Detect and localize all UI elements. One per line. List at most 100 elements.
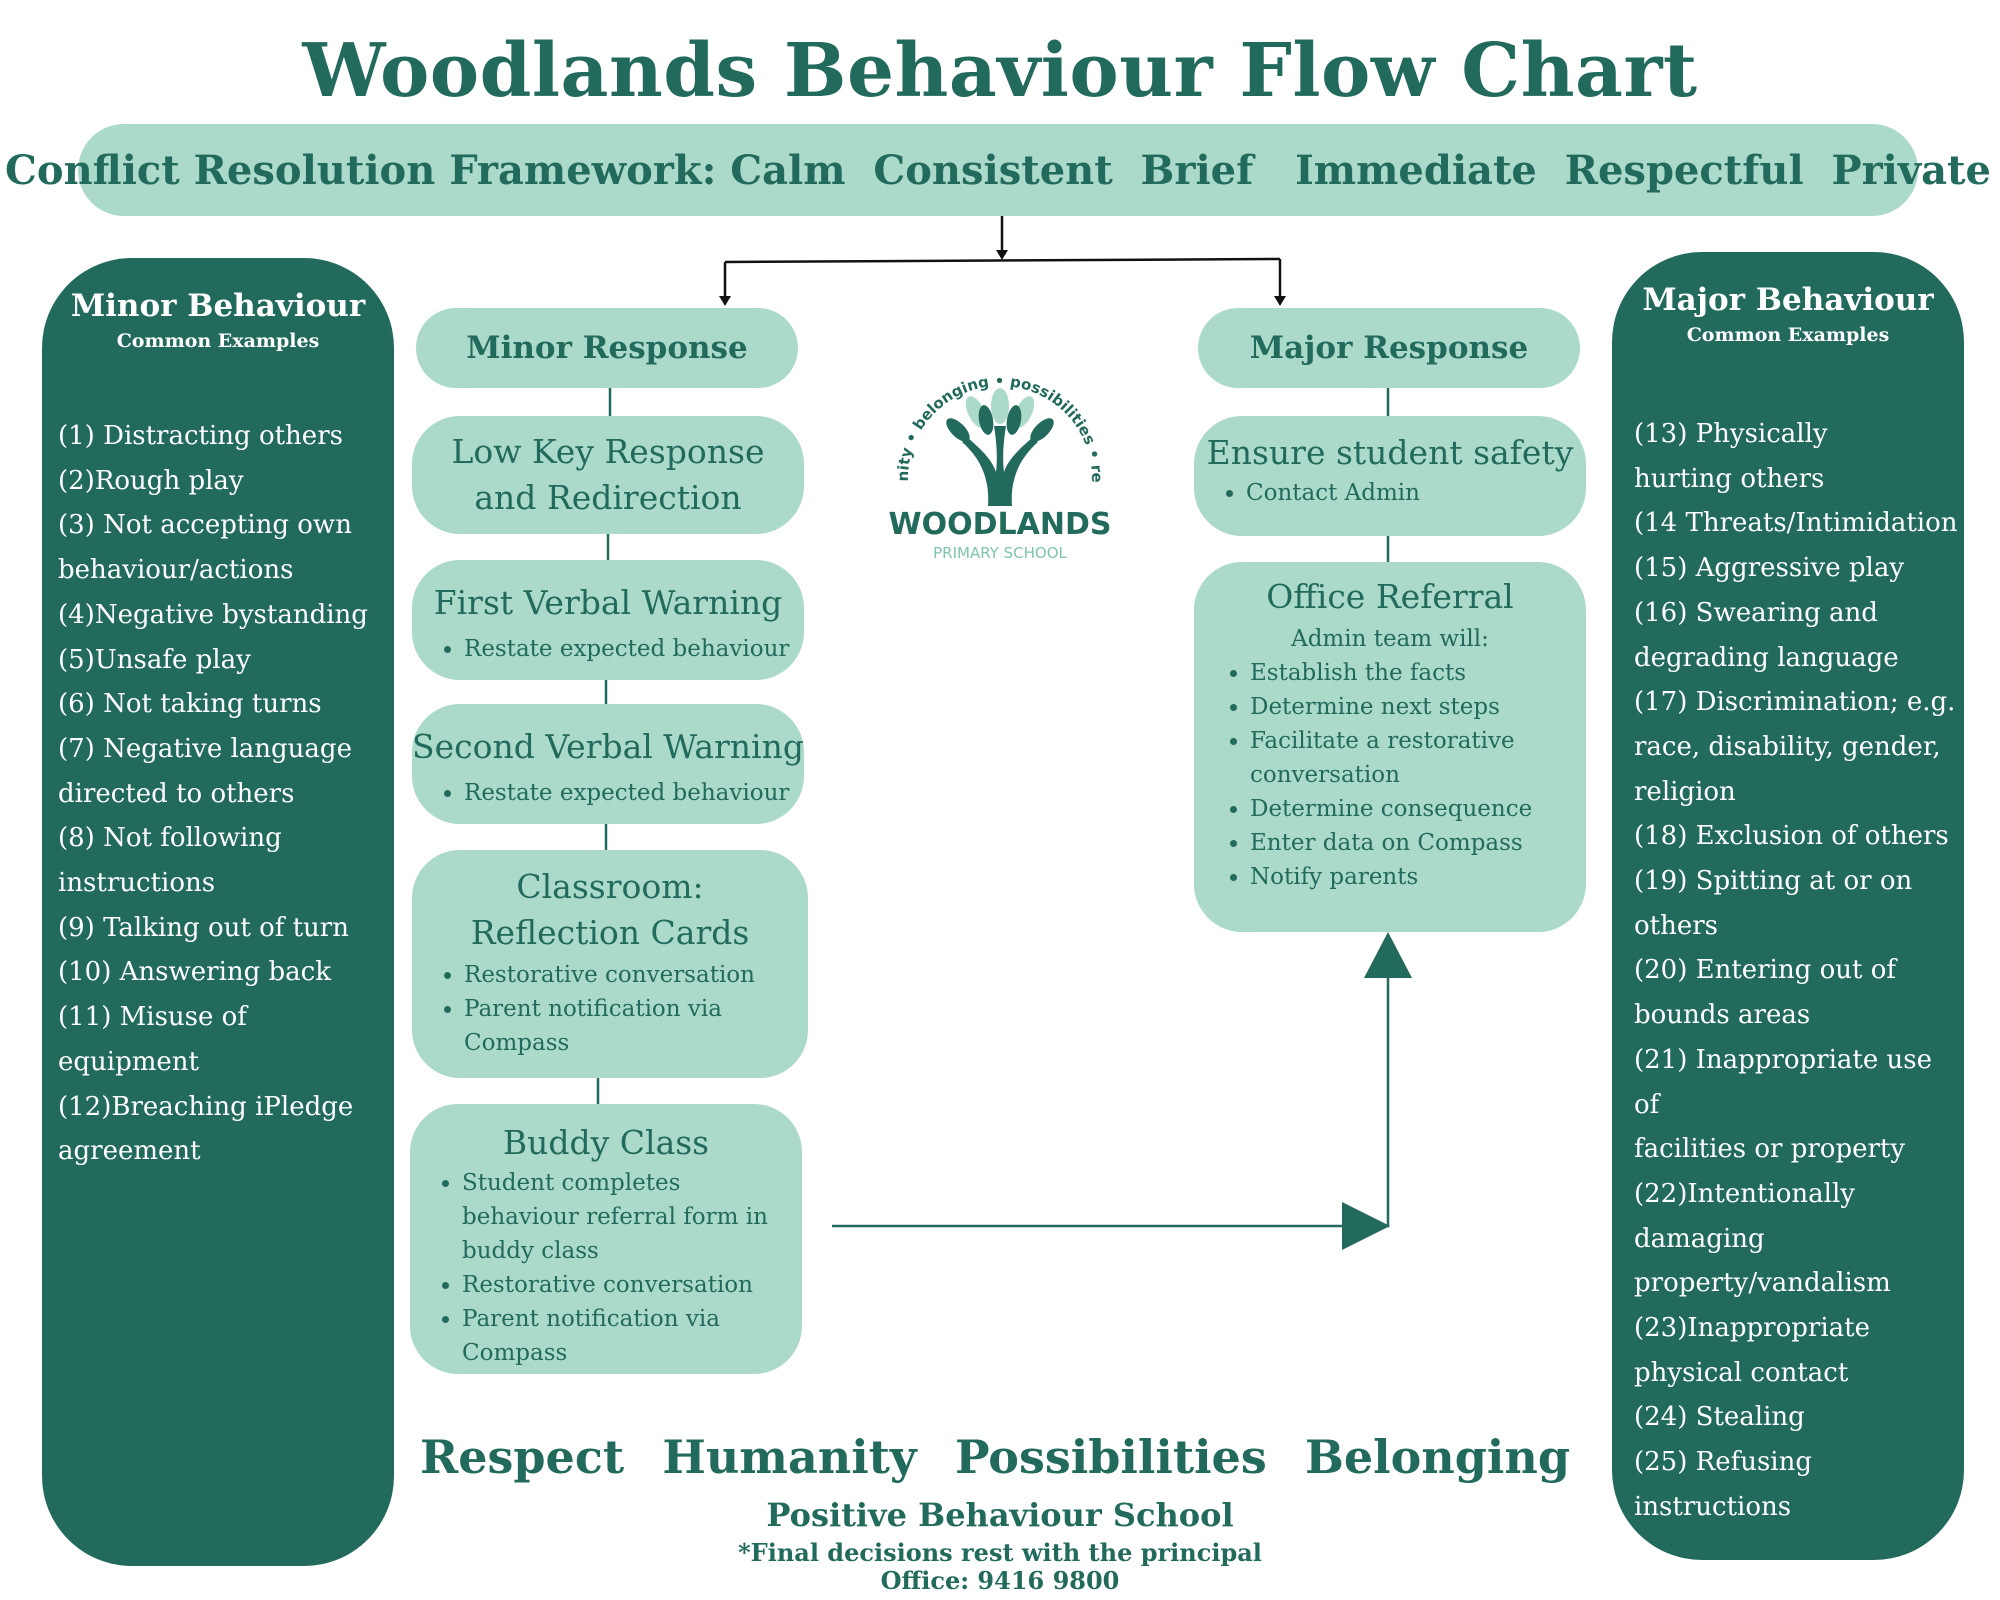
major-behaviour-item: (13) Physically — [1634, 419, 1828, 449]
major-behaviour-item: others — [1634, 910, 1719, 941]
major-behaviour-subheading: Common Examples — [1686, 324, 1890, 346]
major-behaviour-item: race, disability, gender, — [1634, 731, 1941, 762]
second-warning-title: Second Verbal Warning — [412, 727, 804, 766]
reflection-title-line1: Classroom: — [516, 867, 704, 906]
low-key-title: Low Key Response and Redirection — [452, 429, 765, 521]
first-warning-title: First Verbal Warning — [433, 583, 783, 622]
reflection-cards-card: Classroom: Reflection Cards Restorative … — [412, 850, 808, 1078]
minor-behaviour-item: (4)Negative bystanding — [58, 599, 368, 630]
buddy-to-office-connector — [832, 975, 1390, 1228]
minor-behaviour-item: (6) Not taking turns — [58, 689, 322, 720]
major-behaviour-item: (22)Intentionally — [1634, 1178, 1855, 1209]
minor-behaviour-item: agreement — [58, 1136, 201, 1167]
first-verbal-warning-card: First Verbal Warning Restate expected be… — [412, 560, 804, 680]
major-behaviour-item: (19) Spitting at or on — [1634, 866, 1913, 897]
major-behaviour-item: (24) Stealing — [1634, 1402, 1805, 1433]
major-behaviour-item: damaging — [1634, 1223, 1765, 1254]
school-values-row: Respect Humanity Possibilities Belonging — [420, 1430, 1570, 1484]
buddy-arrow-head — [1342, 1202, 1390, 1250]
reflection-bullet: Restorative conversation — [464, 958, 808, 992]
buddy-class-bullet: Restorative conversation — [462, 1268, 802, 1302]
major-behaviour-panel: Major Behaviour Common Examples (13) Phy… — [1612, 252, 1964, 1560]
major-behaviour-item: degrading language — [1634, 642, 1899, 673]
major-behaviour-item: (20) Entering out of — [1634, 955, 1896, 986]
first-warning-bullet: Restate expected behaviour — [464, 632, 804, 666]
top-split-bar — [724, 257, 1281, 264]
major-behaviour-heading: Major Behaviour — [1642, 282, 1934, 318]
arrow-head-minor — [719, 296, 731, 306]
minor-response-header: Minor Response — [416, 308, 798, 388]
minor-behaviour-item: (12)Breaching iPledge — [58, 1091, 354, 1122]
positive-behaviour-school-label: Positive Behaviour School — [766, 1496, 1234, 1534]
major-behaviour-item: (23)Inappropriate — [1634, 1313, 1870, 1344]
office-referral-bullets: Establish the facts Determine next steps… — [1194, 656, 1586, 894]
value-belonging: Belonging — [1305, 1430, 1570, 1484]
major-response-header: Major Response — [1198, 308, 1580, 388]
minor-behaviour-item: behaviour/actions — [58, 555, 294, 586]
major-behaviour-item: facilities or property — [1634, 1134, 1906, 1165]
office-referral-bullet: Notify parents — [1250, 860, 1586, 894]
major-behaviour-item: bounds areas — [1634, 1000, 1811, 1031]
minor-behaviour-item: instructions — [58, 868, 216, 899]
value-humanity: Humanity — [662, 1430, 917, 1484]
woodlands-school-logo: humanity • belonging • possibilities • r… — [880, 338, 1112, 562]
major-behaviour-item: (16) Swearing and — [1634, 597, 1878, 628]
reflection-title-line2: Reflection Cards — [470, 913, 750, 952]
principal-note: *Final decisions rest with the principal — [738, 1538, 1262, 1567]
minor-behaviour-item: (7) Negative language — [58, 733, 352, 764]
minor-behaviour-panel: Minor Behaviour Common Examples (1) Dist… — [42, 258, 394, 1566]
second-verbal-warning-card: Second Verbal Warning Restate expected b… — [412, 704, 804, 824]
arrow-head-center — [996, 250, 1008, 260]
minor-behaviour-item: (11) Misuse of equipment — [58, 1002, 247, 1077]
major-behaviour-item: (21) Inappropriate use of — [1634, 1044, 1932, 1120]
ensure-safety-card: Ensure student safety Contact Admin — [1194, 416, 1586, 536]
low-key-title-line2: and Redirection — [474, 478, 742, 517]
minor-behaviour-item: (10) Answering back — [58, 957, 331, 988]
arrow-head-major — [1274, 296, 1286, 306]
safety-bullets: Contact Admin — [1194, 476, 1586, 510]
minor-behaviour-item: (2)Rough play — [58, 465, 244, 496]
reflection-bullet: Parent notification via Compass — [464, 992, 808, 1060]
buddy-class-bullets: Student completes behaviour referral for… — [410, 1166, 802, 1370]
office-referral-card: Office Referral Admin team will: Establi… — [1194, 562, 1586, 932]
buddy-class-bullet: Student completes behaviour referral for… — [462, 1166, 802, 1268]
major-behaviour-item: (17) Discrimination; e.g. — [1634, 687, 1956, 718]
office-referral-bullet: Establish the facts — [1250, 656, 1586, 690]
reflection-bullets: Restorative conversation Parent notifica… — [412, 958, 808, 1060]
tree-icon — [946, 388, 1054, 506]
low-key-response-card: Low Key Response and Redirection — [412, 416, 804, 534]
conflict-resolution-banner: Conflict Resolution Framework: Calm Cons… — [5, 124, 1991, 216]
minor-behaviour-item: (9) Talking out of turn — [58, 912, 349, 943]
minor-behaviour-heading: Minor Behaviour — [70, 288, 366, 324]
second-warning-bullets: Restate expected behaviour — [412, 776, 804, 810]
logo-name: WOODLANDS — [889, 507, 1112, 542]
reflection-title: Classroom: Reflection Cards — [412, 864, 808, 956]
major-behaviour-item: instructions — [1634, 1491, 1792, 1522]
safety-title: Ensure student safety — [1206, 433, 1574, 472]
office-referral-title: Office Referral — [1266, 577, 1514, 616]
minor-behaviour-subheading: Common Examples — [116, 330, 320, 352]
minor-behaviour-item: (5)Unsafe play — [58, 644, 251, 675]
minor-behaviour-item: (3) Not accepting own — [58, 510, 352, 541]
major-behaviour-item: religion — [1634, 776, 1736, 807]
minor-behaviour-item: (8) Not following — [58, 823, 282, 854]
buddy-class-title: Buddy Class — [502, 1123, 710, 1162]
office-referral-bullet: Enter data on Compass — [1250, 826, 1586, 860]
office-referral-bullet: Determine consequence — [1250, 792, 1586, 826]
value-possibilities: Possibilities — [954, 1430, 1267, 1484]
buddy-class-bullet: Parent notification via Compass — [462, 1302, 802, 1370]
office-referral-subtitle: Admin team will: — [1291, 626, 1489, 652]
office-phone: Office: 9416 9800 — [880, 1566, 1120, 1595]
minor-behaviour-item: (1) Distracting others — [58, 421, 343, 451]
office-referral-bullet: Determine next steps — [1250, 690, 1586, 724]
low-key-title-line1: Low Key Response — [451, 432, 765, 471]
minor-behaviour-item: directed to others — [58, 778, 295, 809]
buddy-class-card: Buddy Class Student completes behaviour … — [410, 1104, 802, 1374]
major-behaviour-item: property/vandalism — [1634, 1268, 1891, 1299]
major-behaviour-item: (25) Refusing — [1634, 1447, 1813, 1478]
safety-bullet: Contact Admin — [1246, 476, 1586, 510]
first-warning-bullets: Restate expected behaviour — [412, 632, 804, 666]
major-behaviour-item: (15) Aggressive play — [1634, 553, 1905, 584]
page-title: Woodlands Behaviour Flow Chart — [302, 28, 1698, 114]
